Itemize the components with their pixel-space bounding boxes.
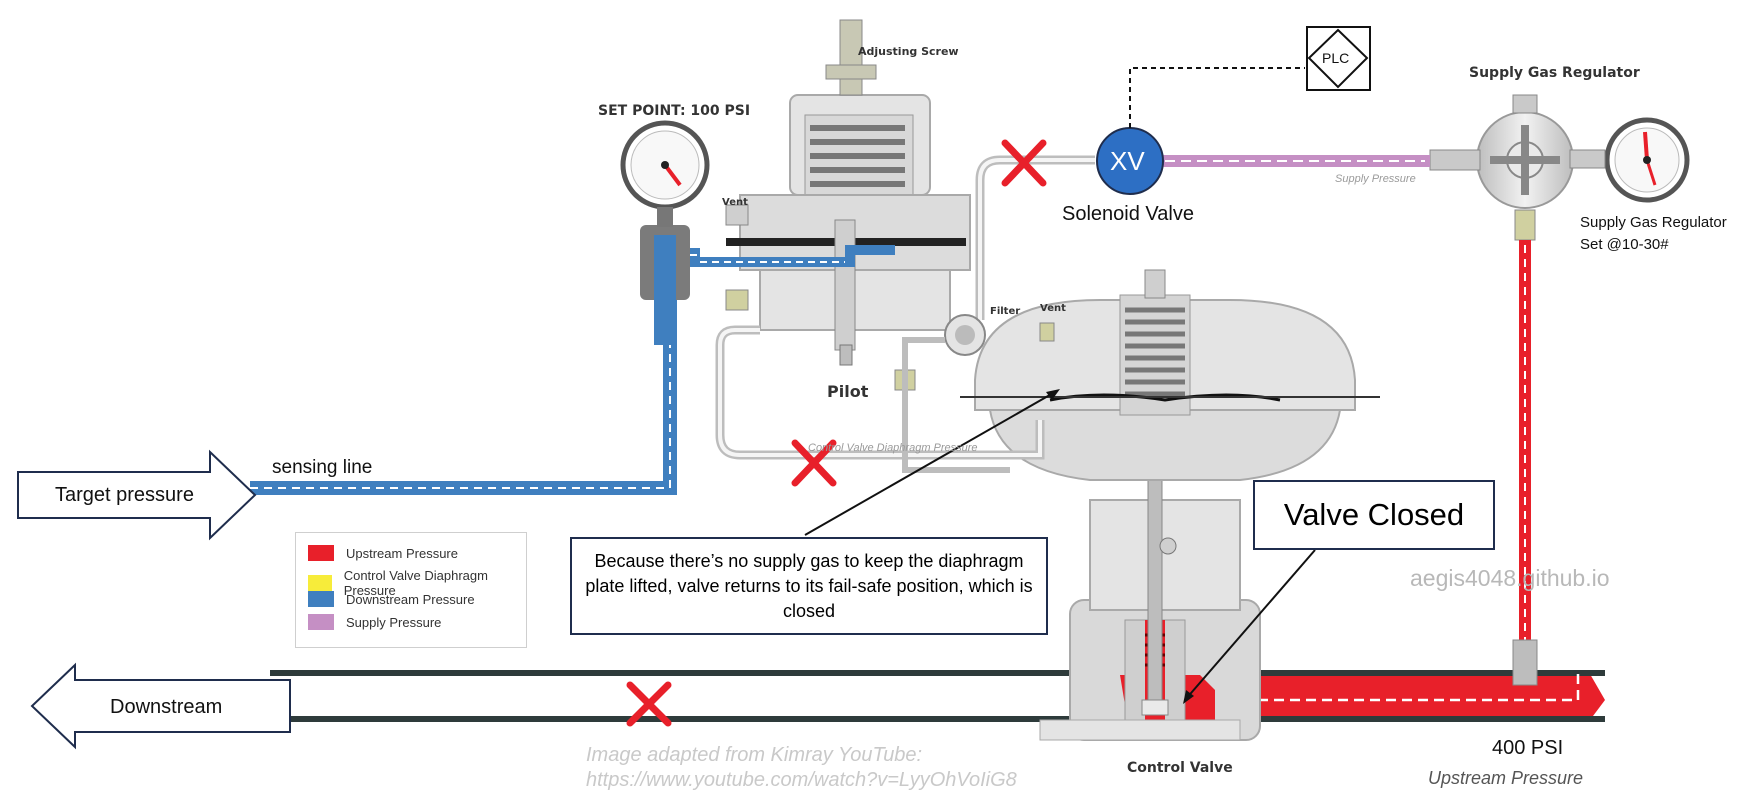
plc-label: PLC	[1322, 50, 1350, 66]
control-valve-body	[1039, 289, 1261, 741]
plc-link	[1129, 26, 1371, 128]
plc-diamond	[1307, 28, 1369, 89]
xv-label: XV	[1110, 146, 1145, 176]
credit-line-1: Image adapted from Kimray YouTube:	[586, 744, 923, 766]
upstream-pressure-label: Upstream Pressure	[1428, 768, 1584, 788]
supply-gas-regulator	[1429, 94, 1606, 241]
valve-closed-label: Valve Closed	[1283, 497, 1465, 532]
psi-400-label: 400 PSI	[1492, 737, 1564, 759]
legend: Upstream Pressure Control Valve Diaphrag…	[295, 532, 527, 648]
callout-pointer	[804, 391, 1056, 536]
legend-swatch	[308, 575, 332, 591]
pilot-label: Pilot	[827, 382, 869, 401]
valve-closed-pointer	[1184, 549, 1316, 701]
control-valve-actuator	[960, 269, 1380, 481]
set-point-label: SET POINT: 100 PSI	[598, 103, 751, 119]
callout-box: Because there’s no supply gas to keep th…	[570, 537, 1048, 635]
control-valve-label: Control Valve	[1127, 760, 1233, 776]
legend-swatch	[308, 545, 334, 561]
filter-label: Filter	[990, 306, 1021, 317]
legend-label: Downstream Pressure	[346, 591, 475, 607]
legend-swatch	[308, 614, 334, 630]
supply-gas-regulator-side-label: Supply Gas Regulator	[1580, 214, 1727, 231]
valve-vent-label: Vent	[1040, 303, 1066, 314]
legend-label: Supply Pressure	[346, 614, 442, 630]
watermark: aegis4048.github.io	[1410, 565, 1610, 591]
x-mark-diaphragm-line	[791, 439, 837, 487]
downstream-arrow	[30, 662, 291, 750]
downstream-label: Downstream	[110, 696, 223, 718]
supply-gas-regulator-top-label: Supply Gas Regulator	[1469, 65, 1640, 81]
legend-item-upstream: Upstream Pressure	[308, 545, 458, 561]
valve-diaphragm	[1049, 393, 1281, 402]
sensing-line-label: sensing line	[272, 457, 373, 478]
legend-swatch	[308, 591, 334, 607]
unpressurized-tubing	[715, 155, 1095, 473]
supply-gas-regulator-setting: Set @10-30#	[1580, 236, 1669, 253]
legend-item-downstream: Downstream Pressure	[308, 591, 475, 607]
control-valve-diaphragm-pressure-label: Control Valve Diaphragm Pressure	[808, 442, 978, 454]
legend-label: Upstream Pressure	[346, 545, 458, 561]
supply-pressure-line	[1160, 155, 1430, 167]
legend-item-supply: Supply Pressure	[308, 614, 441, 630]
legend-item-diaphragm: Control Valve Diaphragm Pressure	[308, 568, 526, 598]
target-pressure-label: Target pressure	[55, 484, 194, 506]
upstream-pipe-fill	[1200, 674, 1605, 720]
supply-gauge	[1604, 117, 1690, 203]
legend-label: Control Valve Diaphragm Pressure	[343, 568, 488, 598]
solenoid-valve-label: Solenoid Valve	[1062, 203, 1194, 225]
target-pressure-arrow	[17, 449, 257, 541]
supply-pressure-label: Supply Pressure	[1335, 173, 1416, 185]
main-pipe	[270, 670, 1605, 722]
pilot-body	[725, 19, 971, 391]
set-point-gauge	[620, 120, 710, 227]
valve-closed-box: Valve Closed	[1253, 480, 1495, 550]
x-mark-downstream-flow	[626, 681, 672, 727]
pilot-vent-label: Vent	[722, 197, 748, 208]
credit-line-2: https://www.youtube.com/watch?v=LyyOhVoI…	[586, 769, 1017, 791]
upstream-supply-line	[1512, 240, 1538, 690]
adjusting-screw-label: Adjusting Screw	[858, 45, 959, 58]
sensing-line	[250, 225, 895, 495]
callout-text: Because there’s no supply gas to keep th…	[585, 550, 1033, 621]
x-mark-solenoid-outlet	[1001, 139, 1047, 187]
